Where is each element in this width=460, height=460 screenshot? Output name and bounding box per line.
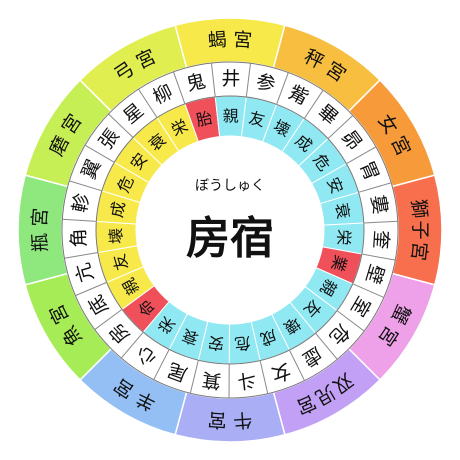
- relation-9: 胎: [194, 108, 214, 130]
- mansion-divider: [259, 360, 269, 394]
- relation-22: 成: [258, 326, 279, 349]
- palace-segment: [174, 391, 286, 443]
- relation-23: 危: [234, 333, 252, 354]
- mansion-divider: [62, 218, 97, 222]
- mansion-divider: [276, 72, 289, 105]
- mansion-divider: [75, 281, 107, 297]
- relation-15: 安: [323, 174, 347, 196]
- palace-label-char: 宮: [407, 241, 431, 262]
- mansion-divider: [315, 332, 338, 360]
- mansion-11: 参: [254, 70, 278, 96]
- palace-label-char: 宮: [207, 408, 227, 431]
- relation-ring: 命親友壊成危安衰栄胎親友壊成危安衰栄業親友壊成危安衰栄: [95, 95, 365, 365]
- mansion-9: 鬼: [184, 70, 207, 96]
- relation-ring-outline: [95, 95, 365, 365]
- relation-25: 衰: [180, 325, 202, 348]
- palace-label-char: 獅: [407, 198, 431, 219]
- mansion-10: 井: [221, 68, 240, 90]
- relation-4: 成: [107, 200, 129, 219]
- palace-label-char: 宮: [29, 207, 52, 227]
- mansion-23: 斗: [236, 368, 257, 392]
- relation-5: 危: [114, 173, 138, 195]
- mansion-divider: [172, 71, 186, 104]
- mansion-divider: [189, 360, 199, 394]
- relation-3: 壊: [106, 227, 126, 244]
- mansion-divider: [363, 220, 398, 224]
- mansion-divider: [352, 283, 385, 298]
- mansion-3: 角: [68, 228, 91, 248]
- mansion-divider: [303, 89, 324, 119]
- relation-8: 栄: [168, 116, 191, 140]
- mansion-17: 奎: [369, 229, 392, 249]
- palace-label-char: 牛: [232, 408, 252, 431]
- mansion-divider: [245, 63, 251, 98]
- palace-label-char: 子: [409, 220, 431, 239]
- mansion-divider: [94, 308, 123, 330]
- relation-2: 友: [109, 252, 132, 273]
- mansion-divider: [358, 182, 392, 193]
- palace-label-char: 宮: [232, 29, 252, 52]
- relation-10: 親: [223, 106, 239, 125]
- palace-ring: 蝎宮秤宮女宮獅子宮蟹宮双児宮牛宮羊宮魚宮瓶宮磨宮弓宮: [17, 17, 443, 443]
- mansion-divider: [210, 62, 216, 97]
- mansion-divider: [288, 349, 305, 381]
- relation-17: 栄: [334, 229, 354, 246]
- mansion-divider: [120, 331, 144, 359]
- palace-label-char: 蝎: [207, 29, 227, 52]
- center-reading: ぼうしゅく: [195, 178, 265, 194]
- mansion-divider: [361, 253, 396, 261]
- palace-segment: [17, 174, 69, 286]
- mansion-16: 婁: [366, 193, 391, 215]
- mansion-divider: [64, 252, 98, 259]
- center-disc: ぼうしゅく 房宿: [136, 136, 324, 324]
- mansion-divider: [327, 115, 354, 139]
- palace-label-char: 瓶: [29, 232, 52, 252]
- mansion-divider: [336, 310, 365, 332]
- palace-segment: [174, 17, 286, 69]
- relation-11: 友: [247, 108, 267, 130]
- relation-16: 衰: [332, 201, 353, 220]
- mansion-divider: [153, 349, 170, 380]
- mansion-divider: [69, 180, 103, 192]
- relation-24: 安: [207, 333, 225, 354]
- mansion-divider: [346, 146, 377, 165]
- center-title: 房宿: [186, 213, 274, 264]
- mansion-24: 箕: [201, 368, 223, 392]
- mansion-divider: [84, 144, 115, 163]
- relation-12: 壊: [270, 116, 293, 140]
- mansion-divider: [138, 88, 158, 118]
- mansion-divider: [108, 113, 134, 138]
- center-background: [136, 136, 324, 324]
- mansion-4: 軫: [69, 192, 94, 215]
- relation-18: 業: [328, 253, 351, 274]
